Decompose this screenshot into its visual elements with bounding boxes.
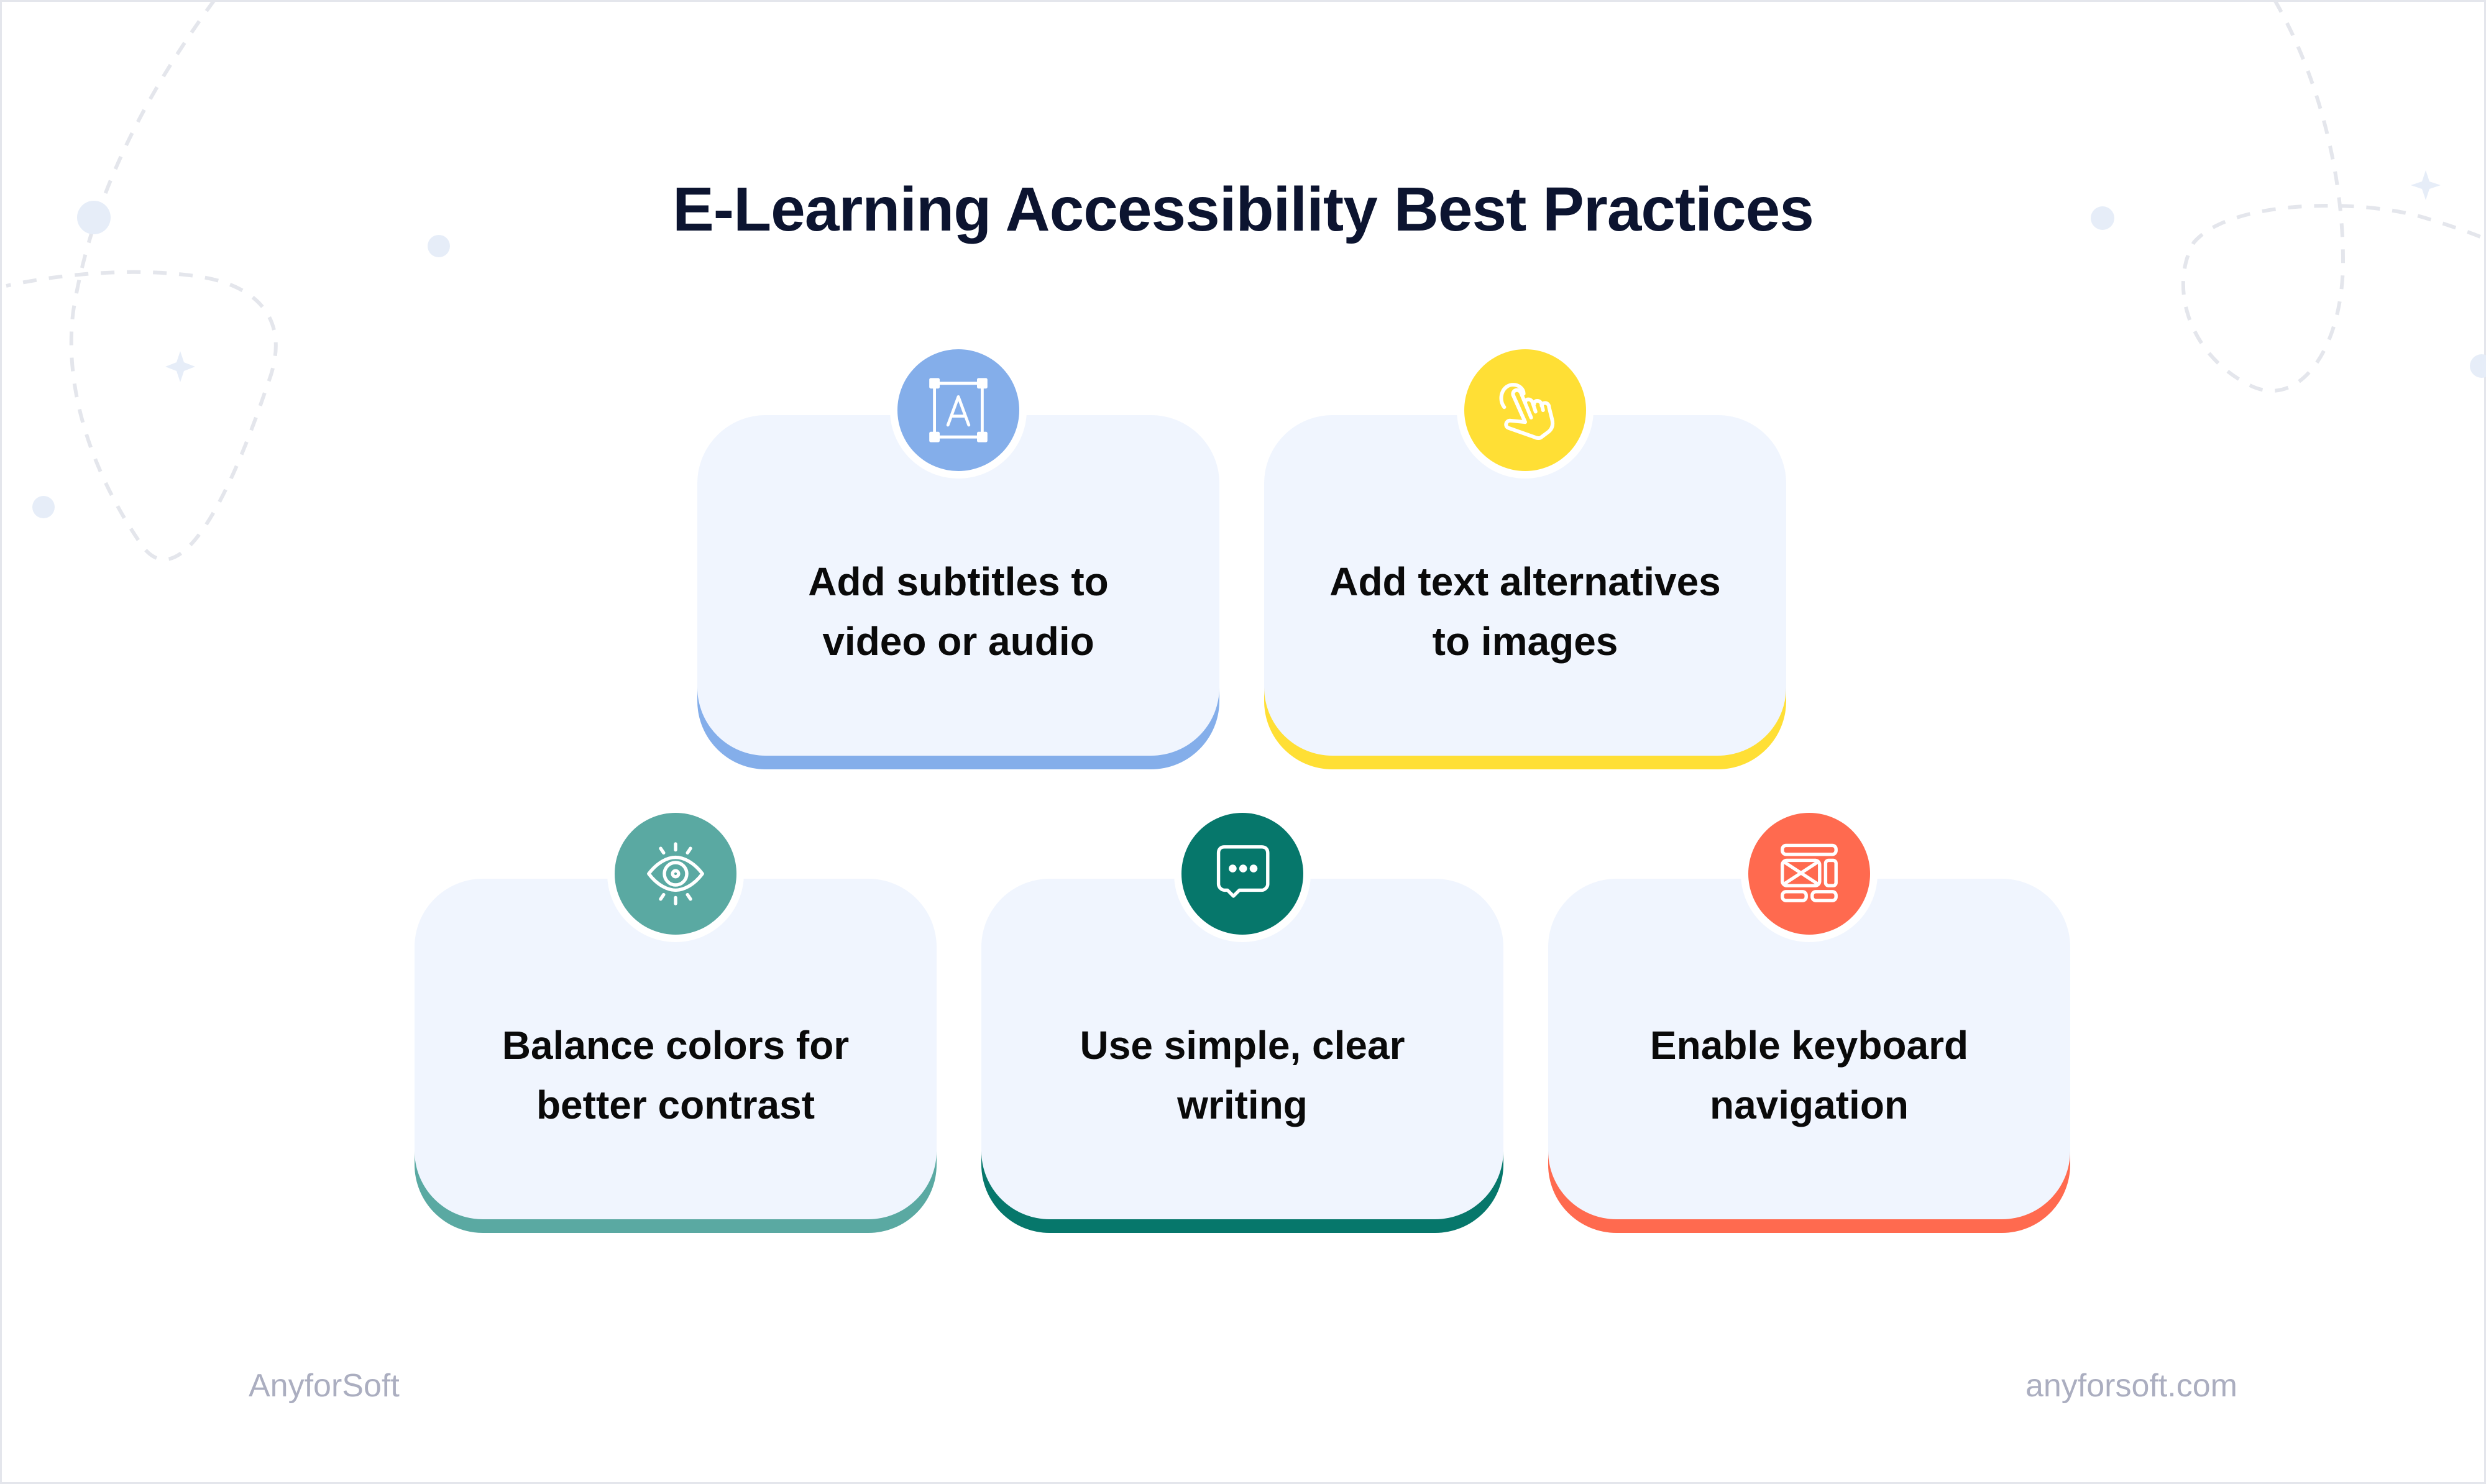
website-url: anyforsoft.com	[2025, 1368, 2237, 1404]
card-label-line: video or audio	[822, 619, 1094, 664]
chat-bubble-icon	[1216, 845, 1270, 898]
eye-icon	[647, 842, 704, 905]
card-simple-writing: Use simple, clear writing	[981, 805, 1503, 1233]
brand-name: AnyforSoft	[249, 1368, 400, 1404]
layout-wireframe-icon	[1781, 843, 1838, 902]
card-label-line: writing	[1177, 1083, 1308, 1127]
card-label-line: Add text alternatives	[1329, 559, 1721, 604]
icon-circle	[615, 813, 736, 935]
card-label: Balance colors for better contrast	[439, 1015, 912, 1135]
icon-circle	[1748, 813, 1870, 935]
card-label-line: navigation	[1709, 1083, 1909, 1127]
card-label: Add subtitles to video or audio	[722, 552, 1195, 671]
card-label-line: Balance colors for	[502, 1023, 850, 1068]
card-label: Use simple, clear writing	[1006, 1015, 1479, 1135]
card-label: Add text alternatives to images	[1289, 552, 1761, 671]
icon-circle	[1181, 813, 1303, 935]
card-label-line: Enable keyboard	[1649, 1023, 1969, 1068]
card-balance-colors: Balance colors for better contrast	[415, 805, 937, 1233]
page-title: E-Learning Accessibility Best Practices	[672, 175, 1814, 244]
card-text-alternatives: Add text alternatives to images	[1264, 342, 1786, 769]
icon-circle	[1464, 349, 1586, 471]
card-label: Enable keyboard navigation	[1573, 1015, 2045, 1135]
subtitle-text-icon	[929, 378, 988, 442]
card-label-line: Use simple, clear	[1080, 1023, 1405, 1068]
card-label-line: Add subtitles to	[808, 559, 1109, 604]
card-keyboard-navigation: Enable keyboard navigation	[1548, 805, 2070, 1233]
card-subtitles: Add subtitles to video or audio	[697, 342, 1219, 769]
card-label-line: better contrast	[536, 1083, 815, 1127]
card-label-line: to images	[1432, 619, 1618, 664]
tap-hand-icon	[1499, 383, 1555, 440]
icon-circle	[897, 349, 1019, 471]
